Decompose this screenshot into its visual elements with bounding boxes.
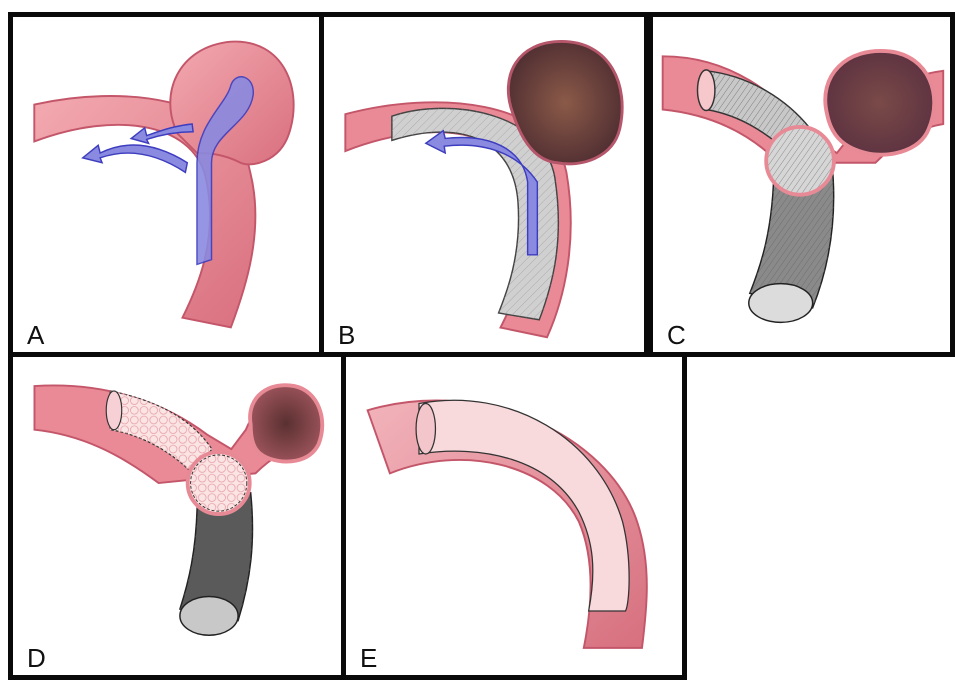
aneurysm-sac xyxy=(825,51,934,155)
scaffold-opening xyxy=(106,391,122,430)
stent-opening xyxy=(698,70,715,111)
panel-b: B xyxy=(319,12,649,357)
panel-a-illustration xyxy=(13,17,319,352)
flow-arrow-icon xyxy=(83,145,188,172)
panel-b-illustration xyxy=(324,17,644,352)
panel-d-illustration xyxy=(13,357,341,675)
panel-c: C xyxy=(648,12,955,357)
stent-opening xyxy=(749,284,813,323)
panel-label-b: B xyxy=(338,322,355,348)
panel-label-e: E xyxy=(360,645,377,671)
stent-opening xyxy=(180,596,238,635)
panel-label-c: C xyxy=(667,322,686,348)
panel-label-a: A xyxy=(27,322,44,348)
panel-a: A xyxy=(8,12,324,357)
panel-e-illustration xyxy=(346,357,682,675)
panel-d: D xyxy=(8,352,346,680)
panel-c-illustration xyxy=(653,17,950,352)
aneurysm-sac xyxy=(250,385,322,461)
panel-e: E xyxy=(341,352,687,680)
panel-label-d: D xyxy=(27,645,46,671)
lumen-opening xyxy=(416,404,435,454)
healed-lumen xyxy=(419,400,629,611)
